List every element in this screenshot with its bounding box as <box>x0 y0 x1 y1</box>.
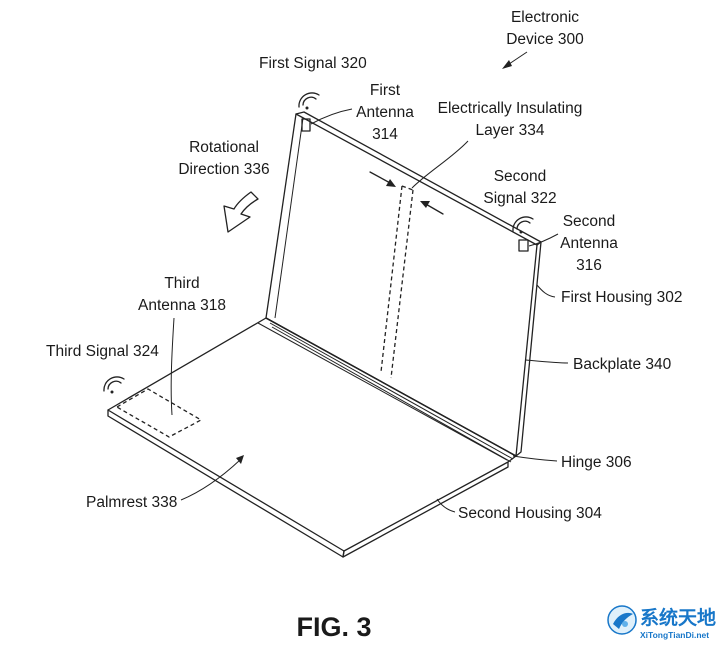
device-drawing <box>103 92 542 558</box>
first-signal-icon <box>298 92 320 110</box>
electronic-device-label-line2: Device 300 <box>506 31 584 48</box>
device-arrow-head <box>502 60 512 69</box>
hinge-label: Hinge 306 <box>561 454 632 471</box>
insulating-layer-label-line2: Layer 334 <box>476 122 545 139</box>
first-antenna-label-line2: Antenna <box>356 104 414 121</box>
second-antenna-notch <box>518 239 529 252</box>
third-antenna-area <box>115 388 203 438</box>
second-antenna-label-line3: 316 <box>576 257 602 274</box>
third-antenna-label-line1: Third <box>164 275 199 292</box>
third-signal-icon <box>103 376 125 394</box>
first-housing-label: First Housing 302 <box>561 289 682 306</box>
second-signal-label-line1: Second <box>494 168 547 185</box>
rotational-direction-arrow <box>223 191 259 233</box>
watermark-logo-icon <box>607 605 637 635</box>
insulating-layer-label-line1: Electrically Insulating <box>438 100 583 117</box>
watermark-text-en: XiTongTianDi.net <box>640 630 709 640</box>
first-antenna-notch <box>301 118 311 132</box>
first-housing-lid <box>265 111 542 457</box>
second-housing-label: Second Housing 304 <box>458 505 602 522</box>
watermark-text-cn: 系统天地 <box>640 606 716 629</box>
third-signal-label: Third Signal 324 <box>46 343 159 360</box>
first-signal-label: First Signal 320 <box>259 55 367 72</box>
second-antenna-label-line1: Second <box>563 213 616 230</box>
second-signal-label-line2: Signal 322 <box>483 190 556 207</box>
rotational-direction-label-line2: Direction 336 <box>178 161 269 178</box>
second-antenna-label-line2: Antenna <box>560 235 618 252</box>
hinge <box>265 317 517 463</box>
electronic-device-label-line1: Electronic <box>511 9 579 26</box>
second-signal-icon <box>512 216 534 234</box>
third-antenna-label-line2: Antenna 318 <box>138 297 226 314</box>
leader-lines <box>170 51 569 513</box>
insulating-arrow-left <box>369 171 396 187</box>
backplate-label: Backplate 340 <box>573 356 672 373</box>
first-antenna-label-line1: First <box>370 82 401 99</box>
palmrest-label: Palmrest 338 <box>86 494 177 511</box>
figure-title: FIG. 3 <box>296 612 371 642</box>
labels: Electronic Device 300 First Signal 320 F… <box>46 9 682 642</box>
watermark: 系统天地 XiTongTianDi.net <box>607 605 716 640</box>
insulating-arrow-right <box>420 201 444 215</box>
insulating-layer-strip <box>380 185 414 379</box>
palmrest-arrow-head <box>236 455 244 464</box>
rotational-direction-label-line1: Rotational <box>189 139 259 156</box>
first-antenna-label-line3: 314 <box>372 126 398 143</box>
